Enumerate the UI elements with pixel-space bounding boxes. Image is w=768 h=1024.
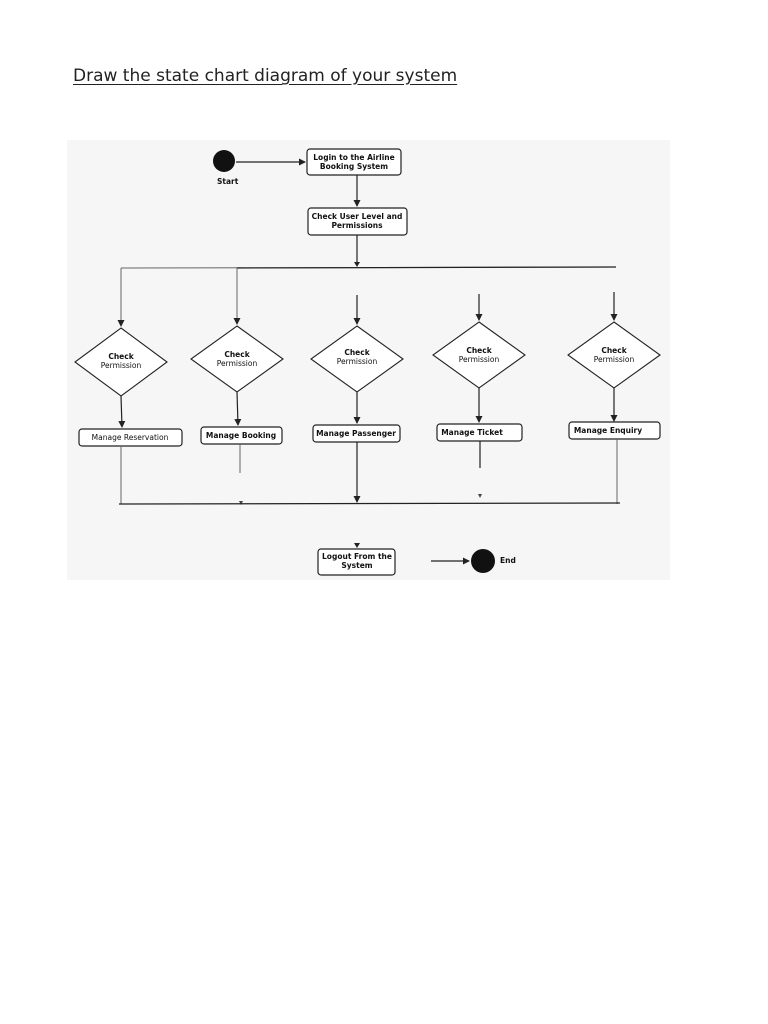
activity-manage-booking: Manage Booking	[200, 426, 283, 445]
decision-4-line1: Check	[466, 346, 492, 355]
state-logout-line1: Logout From the	[322, 552, 392, 561]
decision-check-permission-5: Check Permission	[567, 321, 661, 389]
state-chart-diagram: Start Login to the Airline Booking Syste…	[67, 140, 670, 580]
activity-3-label: Manage Passenger	[316, 429, 396, 438]
join-bar	[118, 502, 621, 505]
state-check-user-level: Check User Level and Permissions	[307, 207, 408, 236]
start-label: Start	[217, 177, 239, 186]
decision-5-line2: Permission	[594, 355, 635, 364]
activity-manage-passenger: Manage Passenger	[312, 424, 401, 443]
decision-1-line2: Permission	[101, 361, 142, 370]
decision-5-line1: Check	[601, 346, 627, 355]
decision-4-line2: Permission	[459, 355, 500, 364]
state-login-line1: Login to the Airline	[313, 153, 394, 162]
activity-manage-reservation: Manage Reservation	[78, 428, 183, 447]
activity-1-label: Manage Reservation	[92, 433, 169, 442]
end-label: End	[500, 556, 516, 565]
edge-decision-activity-2	[234, 391, 242, 426]
state-login-line2: Booking System	[320, 162, 388, 171]
decision-check-permission-3: Check Permission	[310, 325, 404, 393]
state-check-line1: Check User Level and	[312, 212, 403, 221]
state-check-line2: Permissions	[331, 221, 383, 230]
state-logout: Logout From the System	[317, 548, 396, 576]
end-node	[471, 549, 495, 573]
decision-check-permission-2: Check Permission	[190, 325, 284, 393]
edge-decision-activity-1	[118, 395, 126, 428]
decision-check-permission-1: Check Permission	[74, 327, 168, 397]
state-login: Login to the Airline Booking System	[306, 148, 402, 176]
decision-3-line2: Permission	[337, 357, 378, 366]
activity-manage-ticket: Manage Ticket	[436, 423, 523, 442]
activity-5-label: Manage Enquiry	[574, 426, 642, 435]
decision-1-line1: Check	[108, 352, 134, 361]
page-title: Draw the state chart diagram of your sys…	[73, 66, 458, 86]
state-logout-line2: System	[341, 561, 372, 570]
activity-2-label: Manage Booking	[206, 431, 276, 440]
decision-2-line1: Check	[224, 350, 250, 359]
decision-2-line2: Permission	[217, 359, 258, 368]
decision-3-line1: Check	[344, 348, 370, 357]
decision-check-permission-4: Check Permission	[432, 321, 526, 389]
start-node	[213, 150, 235, 172]
activity-4-label: Manage Ticket	[441, 428, 503, 437]
activity-manage-enquiry: Manage Enquiry	[568, 421, 661, 440]
